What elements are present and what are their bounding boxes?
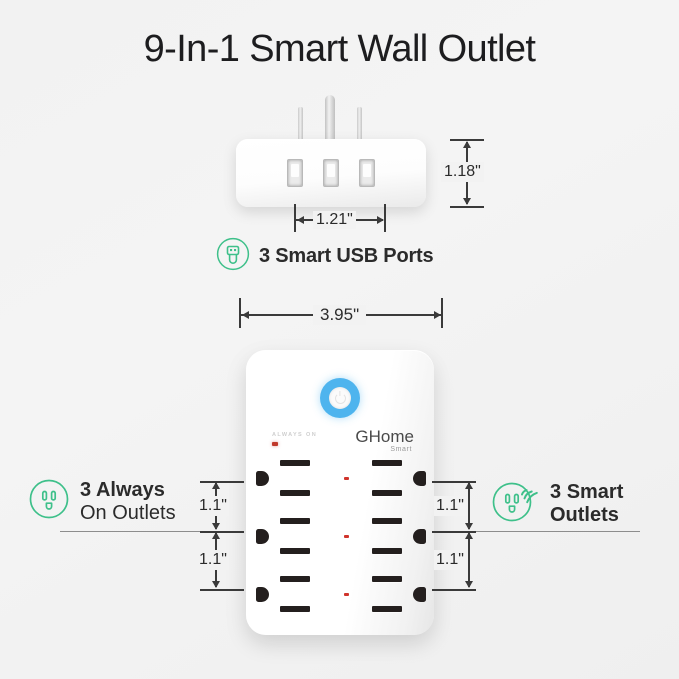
outlet-width-label: 3.95" <box>313 305 367 325</box>
smart-outlets-word: Smart <box>566 481 624 504</box>
brand-logo: GHome Smart <box>355 428 414 453</box>
socket-blade <box>372 518 402 524</box>
always-on-line2: On Outlets <box>80 501 176 524</box>
socket-blade <box>280 518 310 524</box>
usb-port-row <box>236 139 426 207</box>
socket-ground-icon <box>256 587 269 602</box>
right-dim-top-label: 1.1" <box>434 496 466 516</box>
always-on-caption-rule <box>60 531 240 533</box>
socket-smart-1 <box>342 458 428 500</box>
smart-outlets-line1: 3 Smart <box>550 481 623 503</box>
always-on-line1: 3 Always <box>80 479 165 502</box>
socket-always-3 <box>254 574 340 616</box>
always-on-led-icon <box>272 442 278 446</box>
power-button[interactable] <box>320 378 360 418</box>
socket-blade <box>280 576 310 582</box>
smart-outlets-caption: 3 Smart Outlets <box>492 478 623 529</box>
smart-outlets-caption-text: 3 Smart Outlets <box>550 481 623 526</box>
smart-socket-led-icon <box>344 535 349 538</box>
usb-housing <box>236 139 426 207</box>
socket-blade <box>372 490 402 496</box>
outlet-icon <box>28 478 70 525</box>
smart-outlets-count: 3 <box>550 481 562 504</box>
usb-port-3 <box>359 159 375 187</box>
always-on-label: ALWAYS ON <box>272 432 318 438</box>
smart-socket-column <box>342 458 428 628</box>
plug-prongs <box>294 95 366 145</box>
socket-smart-2 <box>342 516 428 558</box>
page-title: 9-In-1 Smart Wall Outlet <box>143 28 536 70</box>
smart-socket-led-icon <box>344 593 349 596</box>
usb-plug-unit <box>236 95 426 210</box>
prong-left <box>298 107 303 145</box>
usb-height-label: 1.18" <box>441 162 484 182</box>
smart-socket-led-icon <box>344 477 349 480</box>
usb-port-2 <box>323 159 339 187</box>
socket-blade <box>280 548 310 554</box>
socket-always-1 <box>254 458 340 500</box>
socket-blade <box>280 460 310 466</box>
socket-ground-icon <box>413 587 426 602</box>
left-dim-top-label: 1.1" <box>197 496 229 516</box>
prong-right <box>357 107 362 145</box>
socket-ground-icon <box>256 471 269 486</box>
usb-plug-icon <box>216 237 250 276</box>
socket-ground-icon <box>413 471 426 486</box>
usb-caption-label: 3 Smart USB Ports <box>259 245 434 267</box>
socket-blade <box>280 490 310 496</box>
usb-caption: 3 Smart USB Ports <box>216 237 434 276</box>
socket-always-2 <box>254 516 340 558</box>
prong-ground <box>325 95 335 145</box>
smart-outlets-line2: Outlets <box>550 503 619 526</box>
brand-name: GHome <box>355 427 414 446</box>
always-on-socket-column <box>254 458 340 628</box>
wall-outlet-body: ALWAYS ON GHome Smart <box>246 350 434 635</box>
power-button-inner <box>329 387 351 409</box>
smart-outlets-caption-rule <box>440 531 640 533</box>
right-dim-bottom-label: 1.1" <box>434 550 466 570</box>
socket-blade <box>372 548 402 554</box>
smart-outlet-wifi-icon <box>492 478 540 529</box>
socket-ground-icon <box>256 529 269 544</box>
usb-port-1 <box>287 159 303 187</box>
socket-ground-icon <box>413 529 426 544</box>
brand-sub: Smart <box>390 446 412 453</box>
power-icon <box>334 392 346 404</box>
socket-blade <box>372 606 402 612</box>
always-on-caption-text: 3 Always On Outlets <box>80 479 176 524</box>
socket-grid <box>246 458 434 628</box>
left-dim-bottom-label: 1.1" <box>197 550 229 570</box>
socket-blade <box>372 576 402 582</box>
usb-width-label: 1.21" <box>313 211 356 229</box>
socket-blade <box>372 460 402 466</box>
socket-blade <box>280 606 310 612</box>
socket-smart-3 <box>342 574 428 616</box>
always-on-caption: 3 Always On Outlets <box>28 478 176 525</box>
